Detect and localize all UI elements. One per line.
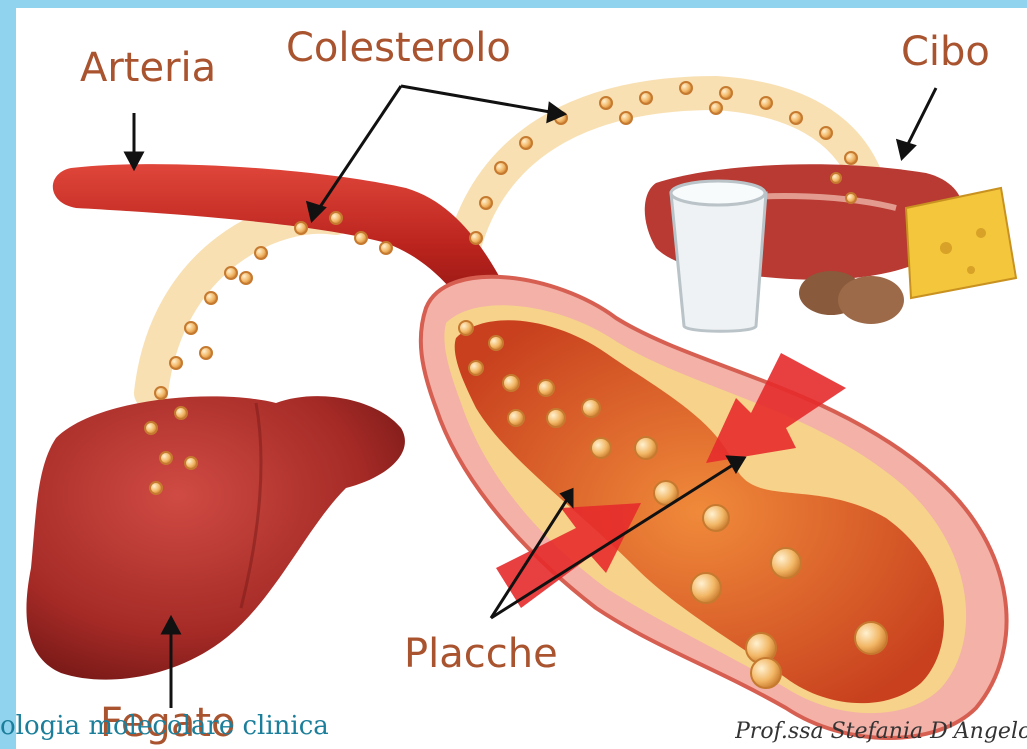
- liver: [26, 396, 404, 680]
- cholesterol-illustration: Arteria Colesterolo Cibo Placche Fegato: [16, 8, 1027, 749]
- label-arteria: Arteria: [80, 48, 216, 88]
- author-footer: Prof.ssa Stefania D'Angelo: [735, 719, 1027, 744]
- label-colesterolo: Colesterolo: [286, 28, 511, 68]
- label-cibo: Cibo: [901, 32, 990, 72]
- milk-glass-icon: [671, 193, 766, 331]
- egg-icon: [838, 276, 904, 324]
- label-placche: Placche: [404, 634, 558, 674]
- cheese-icon: [906, 188, 1016, 298]
- course-title-footer: ologia molecolare clinica: [0, 711, 329, 741]
